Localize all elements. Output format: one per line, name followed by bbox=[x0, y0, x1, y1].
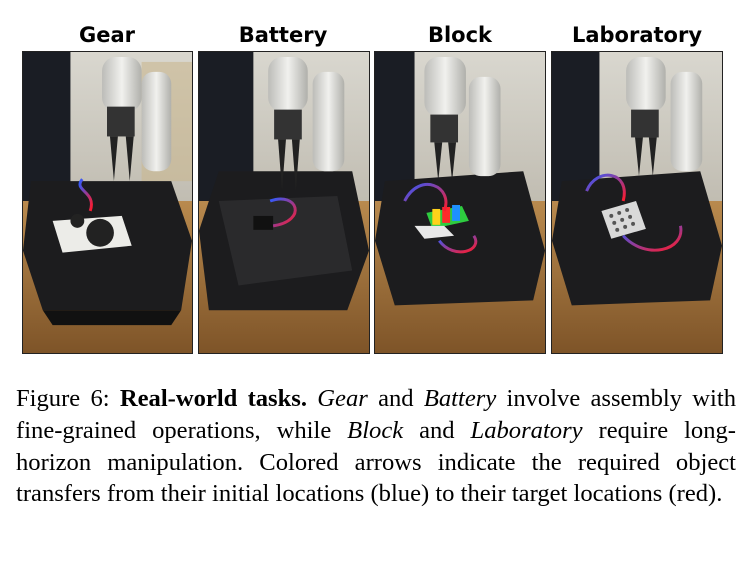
panel-title-block: Block bbox=[427, 23, 493, 47]
panel-laboratory-photo bbox=[551, 51, 723, 354]
robot-arm bbox=[268, 56, 308, 112]
breadboard bbox=[218, 196, 353, 286]
transfer-arrow bbox=[78, 178, 93, 212]
figure-caption: Figure 6: Real-world tasks. Gear and Bat… bbox=[16, 383, 736, 510]
caption-and-2: and bbox=[419, 416, 455, 444]
panel-title-laboratory: Laboratory bbox=[571, 23, 703, 47]
robot-arm bbox=[102, 56, 142, 112]
panel-battery-photo bbox=[198, 51, 370, 354]
panel-title-gear: Gear bbox=[78, 23, 135, 47]
caption-text-1: involve assembly with fine-grained opera… bbox=[16, 385, 736, 444]
robot-arm bbox=[424, 56, 466, 117]
caption-text-2: require long-horizon manipulation. Color… bbox=[16, 416, 736, 508]
robot-arm bbox=[626, 56, 666, 112]
transfer-arrow bbox=[585, 173, 626, 202]
caption-and: and bbox=[378, 385, 414, 412]
transfer-arrow bbox=[403, 183, 448, 212]
transfer-arrow bbox=[438, 234, 478, 254]
caption-bold-title: Real-world tasks. bbox=[119, 385, 308, 412]
caption-term-gear: Gear bbox=[317, 385, 368, 412]
caption-term-laboratory: Laboratory bbox=[470, 416, 583, 444]
transfer-arrow bbox=[269, 197, 297, 228]
caption-term-battery: Battery bbox=[423, 385, 497, 412]
panel-block-photo bbox=[374, 51, 546, 354]
panel-title-battery: Battery bbox=[238, 23, 328, 47]
transfer-arrow bbox=[622, 225, 683, 252]
caption-term-block: Block bbox=[347, 416, 404, 444]
caption-label: Figure 6: bbox=[16, 385, 110, 412]
panel-gear-photo bbox=[22, 51, 193, 354]
